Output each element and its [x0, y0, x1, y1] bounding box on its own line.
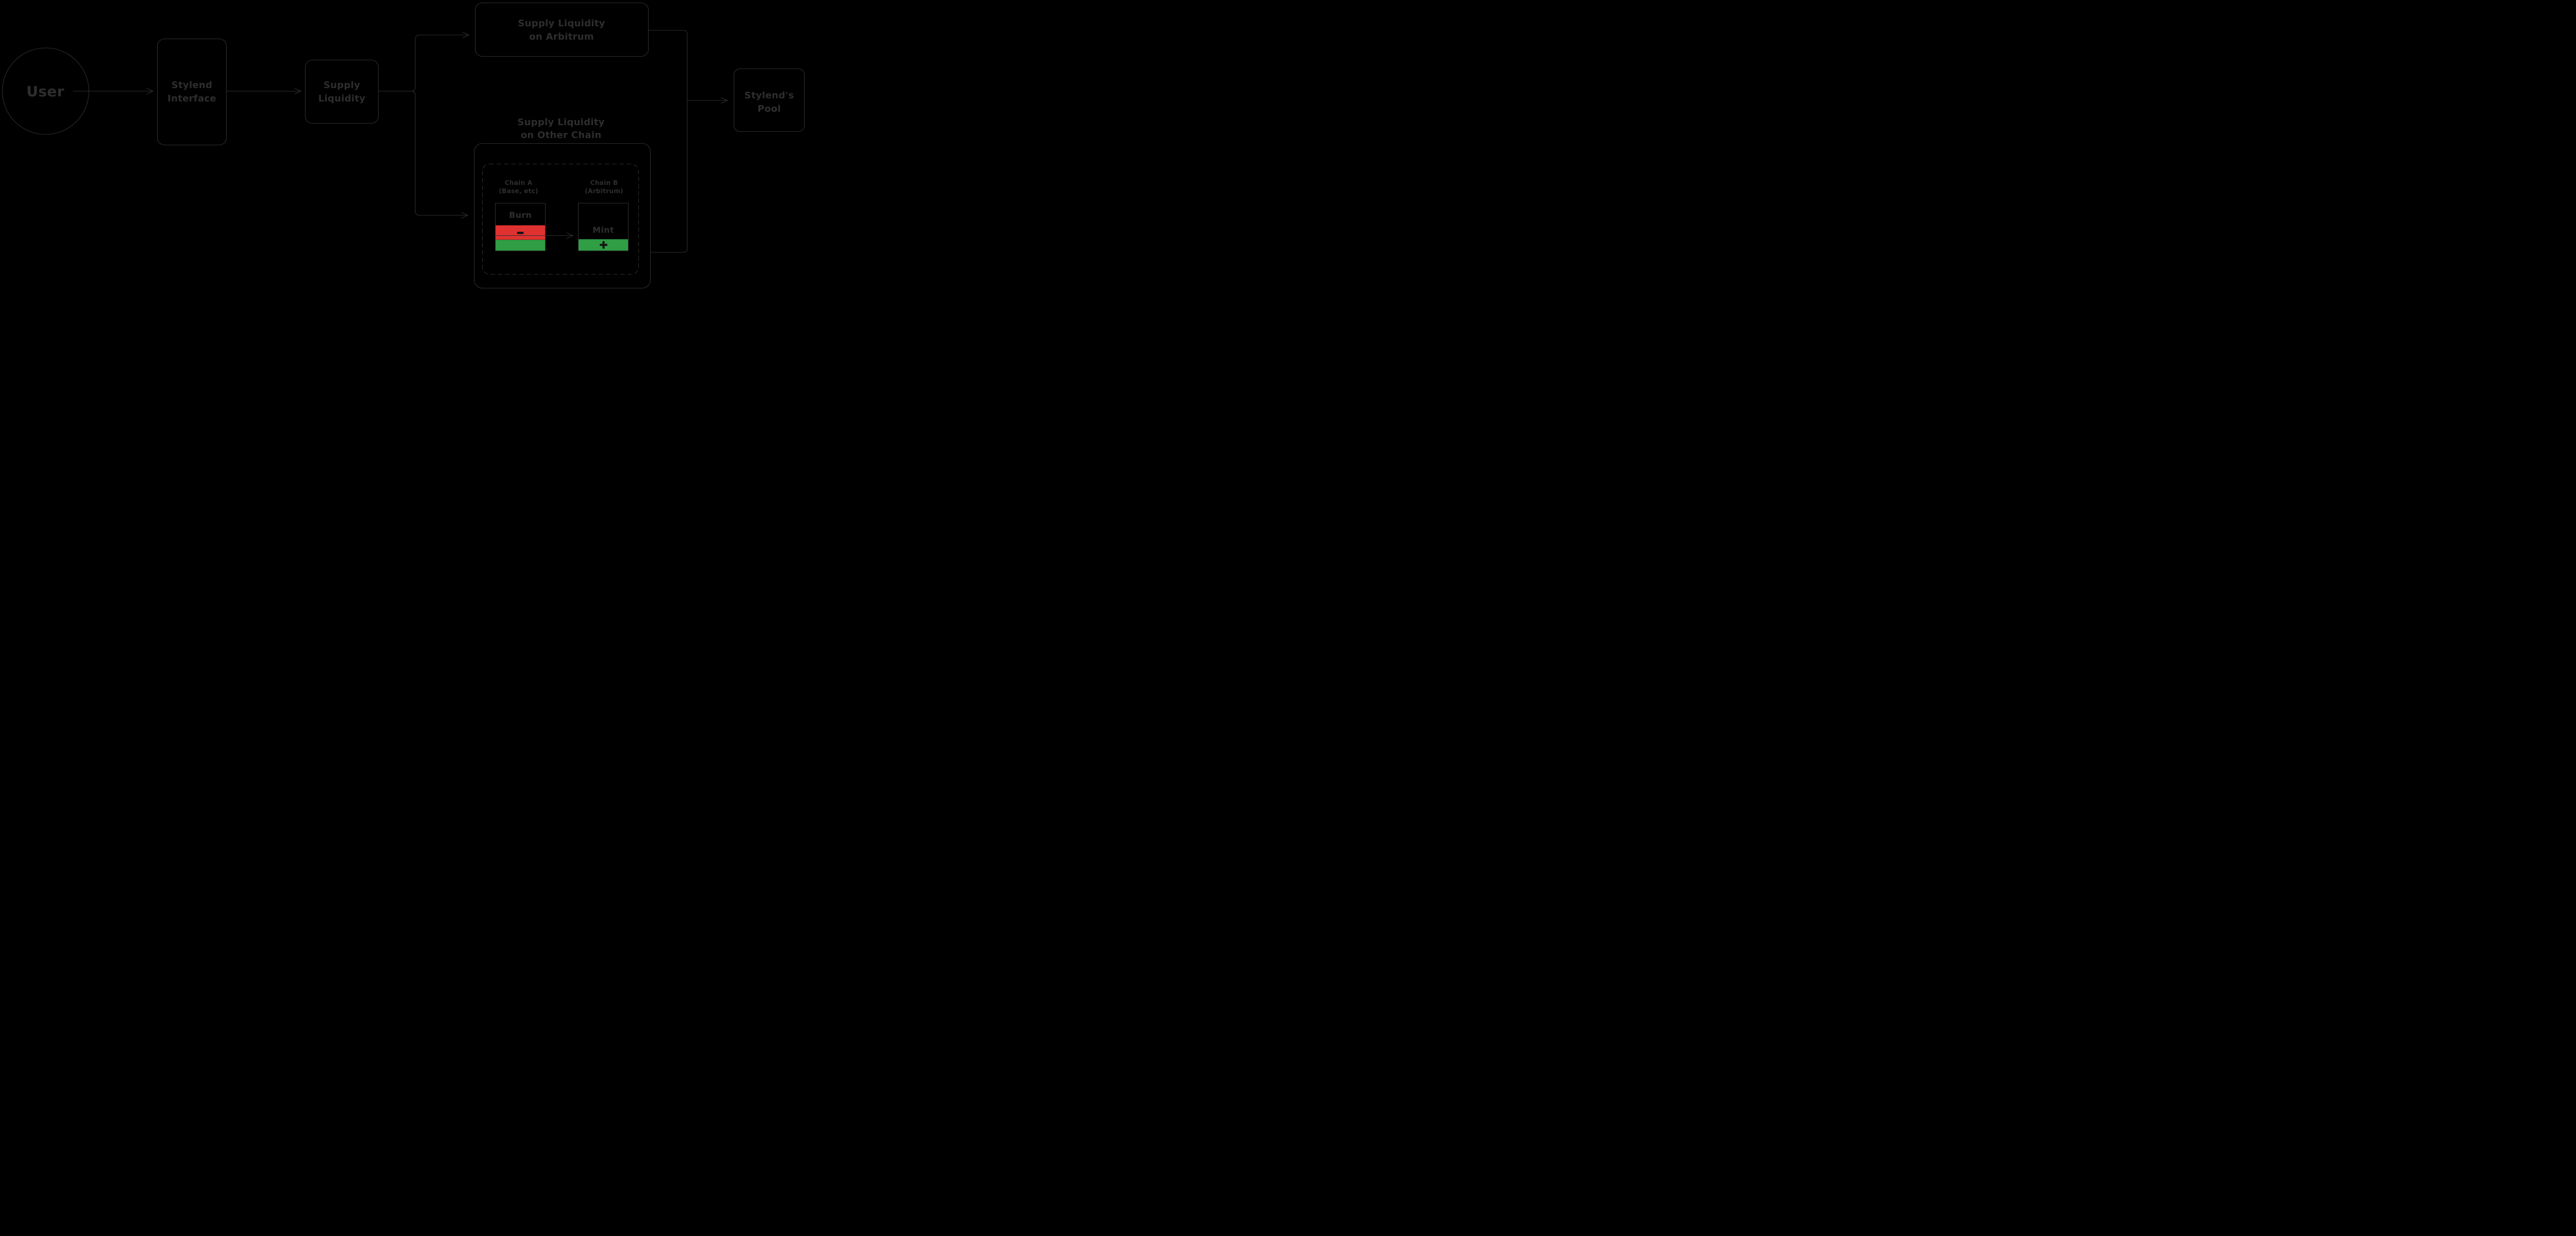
- burn-green-bar: [495, 239, 546, 251]
- burn-label: Burn: [509, 210, 532, 220]
- edge-merge-rail: [648, 30, 688, 253]
- user-node: [2, 47, 90, 135]
- chain-b-label-line1: Chain B: [590, 179, 618, 186]
- supply-on-other-chain-title-line1: Supply Liquidity: [517, 117, 604, 128]
- chain-b-label-line2: (Arbitrum): [585, 187, 623, 195]
- supply-on-arbitrum-label-line1: Supply Liquidity: [518, 18, 605, 29]
- mint-label: Mint: [592, 225, 614, 235]
- stylend-interface-label-line2: Interface: [167, 93, 216, 104]
- plus-icon: [600, 241, 607, 249]
- diagram-canvas: User Stylend Interface Supply Liquidity …: [0, 0, 808, 290]
- stylend-interface-node: [157, 38, 227, 146]
- supply-liquidity-label-line2: Liquidity: [318, 93, 366, 104]
- burn-box: [495, 202, 546, 251]
- chain-a-label-line1: Chain A: [505, 179, 533, 186]
- stylends-pool-label-line1: Stylend's: [744, 90, 794, 101]
- supply-liquidity-label-line1: Supply: [324, 80, 360, 91]
- supply-on-other-chain-node: [473, 143, 651, 289]
- minus-icon: [517, 232, 524, 234]
- mint-box: [578, 202, 629, 251]
- stylends-pool-label-line2: Pool: [757, 104, 781, 114]
- supply-on-other-chain-title-line2: on Other Chain: [521, 130, 602, 141]
- supply-liquidity-node: [304, 59, 379, 124]
- stylend-interface-label-line1: Stylend: [172, 80, 212, 91]
- supply-on-arbitrum-label-line2: on Arbitrum: [529, 31, 594, 42]
- supply-on-arbitrum-node: [474, 2, 649, 57]
- flow-diagram: User Stylend Interface Supply Liquidity …: [2, 2, 805, 289]
- edge-supply-to-other-chain: [378, 91, 468, 219]
- stylends-pool-node: [733, 68, 805, 132]
- edge-supply-to-arbitrum: [378, 31, 469, 92]
- user-label: User: [26, 83, 64, 100]
- chain-a-label-line2: (Base, etc): [499, 187, 538, 195]
